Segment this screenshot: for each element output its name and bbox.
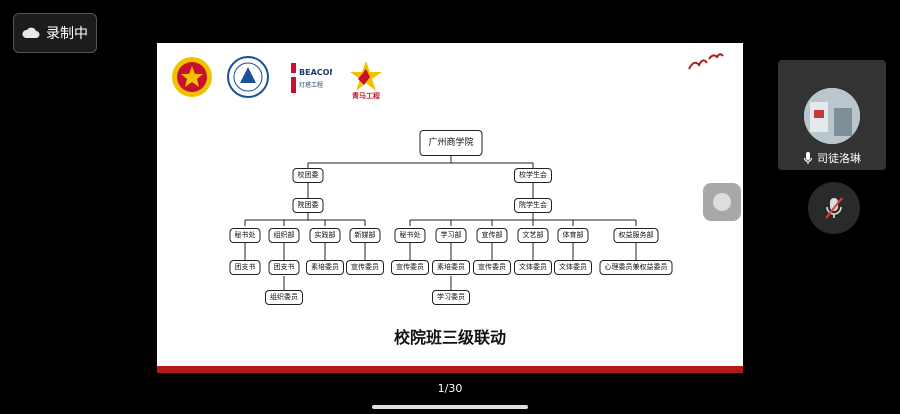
slide-bottom-bar: [157, 366, 743, 373]
bluehorse-project-logo: 青马工程: [350, 61, 382, 99]
svg-text:灯塔工程: 灯塔工程: [299, 81, 323, 89]
recording-label: 录制中: [46, 26, 88, 42]
org-node-dept: 组织部: [268, 228, 300, 243]
org-node-role: 团支书: [268, 260, 300, 275]
org-node-dept: 学习部: [435, 228, 467, 243]
org-node-role: 素培委员: [432, 260, 470, 275]
org-node-dept: 实践部: [309, 228, 341, 243]
participant-name: 司徒洛琳: [817, 152, 861, 165]
org-chart-connectors: [244, 153, 637, 290]
org-node-dept: 文艺部: [517, 228, 549, 243]
org-node-role: 心理委员兼权益委员: [599, 260, 673, 275]
org-node-dept: 秘书处: [394, 228, 426, 243]
cloud-icon: [22, 27, 40, 38]
org-node-role: 宣传委员: [391, 260, 429, 275]
org-node-role: 组织委员: [265, 290, 303, 305]
beacon-project-logo: BEACON PROJECT 灯塔工程: [291, 63, 332, 93]
home-indicator[interactable]: [372, 405, 528, 409]
org-node-dept: 宣传部: [476, 228, 508, 243]
microphone-icon: [803, 152, 813, 164]
org-node-root: 广州商学院: [419, 130, 483, 156]
org-node-school-league: 校团委: [292, 168, 324, 183]
org-node-college-league: 院团委: [292, 198, 324, 213]
svg-text:青马工程: 青马工程: [352, 91, 380, 99]
org-node-role: 学习委员: [432, 290, 470, 305]
svg-text:BEACON PROJECT: BEACON PROJECT: [299, 68, 332, 77]
avatar: [804, 88, 860, 144]
org-node-dept: 新媒部: [349, 228, 381, 243]
org-node-school-union: 校学生会: [514, 168, 552, 183]
org-node-role: 团支书: [229, 260, 261, 275]
floating-assist-button[interactable]: [703, 183, 741, 221]
floating-ball-icon: [713, 193, 731, 211]
mute-toggle-button[interactable]: [808, 182, 860, 234]
org-node-role: 文体委员: [514, 260, 552, 275]
org-node-dept: 体育部: [557, 228, 589, 243]
shared-slide: BEACON PROJECT 灯塔工程 青马工程 广州商学院 校团委 校学生会 …: [157, 43, 743, 366]
org-node-role: 宣传委员: [346, 260, 384, 275]
page-indicator: 1/30: [437, 382, 463, 395]
school-emblem-logo: [227, 56, 269, 98]
microphone-muted-icon: [825, 197, 843, 219]
participant-name-tag: 司徒洛琳: [778, 150, 886, 166]
org-node-role: 文体委员: [554, 260, 592, 275]
org-node-dept: 秘书处: [229, 228, 261, 243]
youth-league-logo: [172, 57, 212, 97]
org-node-dept: 权益服务部: [613, 228, 659, 243]
org-node-college-union: 院学生会: [514, 198, 552, 213]
slide-title: 校院班三级联动: [393, 328, 506, 347]
recording-button[interactable]: 录制中: [13, 13, 97, 53]
org-node-role: 宣传委员: [473, 260, 511, 275]
birds-decoration: [688, 53, 724, 70]
participant-video-tile[interactable]: 司徒洛琳: [778, 60, 886, 170]
logo-row: BEACON PROJECT 灯塔工程 青马工程: [170, 55, 388, 99]
org-node-role: 素培委员: [306, 260, 344, 275]
